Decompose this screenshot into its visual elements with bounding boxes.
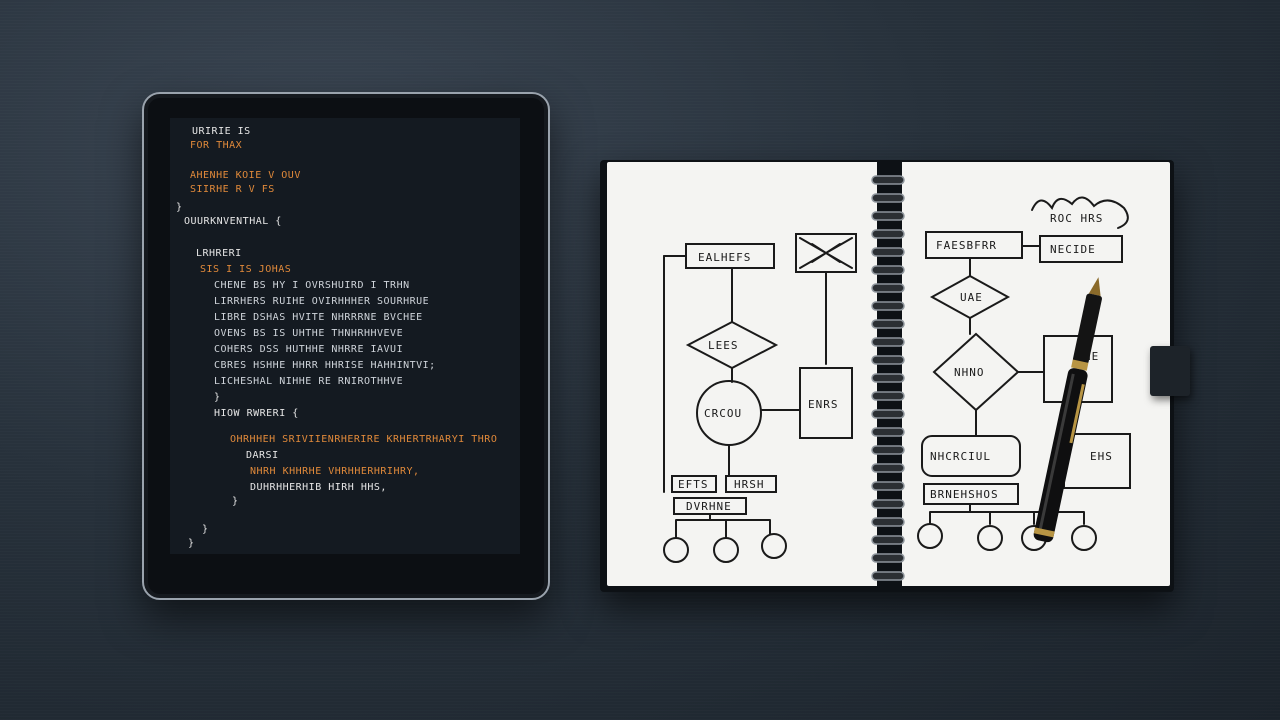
spiral-ring xyxy=(872,176,904,184)
flow-node-1 xyxy=(664,538,688,562)
spiral-ring xyxy=(872,356,904,364)
spiral-ring xyxy=(872,302,904,310)
label-decision: LEES xyxy=(708,339,739,352)
label-decision-mid: NHNO xyxy=(954,366,985,379)
flow-node-3 xyxy=(762,534,786,558)
fountain-pen xyxy=(1033,275,1109,543)
label-bottom-box-right: BRNEHSHOS xyxy=(930,488,999,501)
label-circle: CRCOU xyxy=(704,407,742,420)
spiral-ring xyxy=(872,500,904,508)
spiral-ring xyxy=(872,230,904,238)
label-side-box: ENRS xyxy=(808,398,839,411)
spiral-ring xyxy=(872,554,904,562)
spiral-ring xyxy=(872,536,904,544)
spiral-ring xyxy=(872,464,904,472)
flow-node-2 xyxy=(714,538,738,562)
spiral-ring xyxy=(872,392,904,400)
spiral-ring xyxy=(872,212,904,220)
flow-node-r2 xyxy=(978,526,1002,550)
label-note-box: EHS xyxy=(1090,450,1113,463)
label-rounded-box: NHCRCIUL xyxy=(930,450,991,463)
spiral-ring xyxy=(872,338,904,346)
label-corner-scribble: ROC HRS xyxy=(1050,212,1103,225)
cross-hatch xyxy=(800,238,852,268)
label-decision-top: UAE xyxy=(960,291,983,304)
flow-node-r4 xyxy=(1072,526,1096,550)
label-box-start: EALHEFS xyxy=(698,251,751,264)
spiral-ring xyxy=(872,248,904,256)
label-box-top-right: NECIDE xyxy=(1050,243,1096,256)
spiral-ring xyxy=(872,428,904,436)
spiral-ring xyxy=(872,572,904,580)
label-box-top-left: FAESBFRR xyxy=(936,239,997,252)
spiral-ring xyxy=(872,446,904,454)
spiral-ring xyxy=(872,518,904,526)
spiral-ring xyxy=(872,410,904,418)
spiral-ring xyxy=(872,194,904,202)
spiral-ring xyxy=(872,266,904,274)
spiral-ring xyxy=(872,320,904,328)
spiral-ring xyxy=(872,482,904,490)
spiral-binding xyxy=(872,176,904,580)
spiral-ring xyxy=(872,374,904,382)
label-bottom-box: DVRHNE xyxy=(686,500,732,513)
label-small-box-b: HRSH xyxy=(734,478,765,491)
label-small-box-a: EFTS xyxy=(678,478,709,491)
flow-node-r1 xyxy=(918,524,942,548)
spiral-ring xyxy=(872,284,904,292)
